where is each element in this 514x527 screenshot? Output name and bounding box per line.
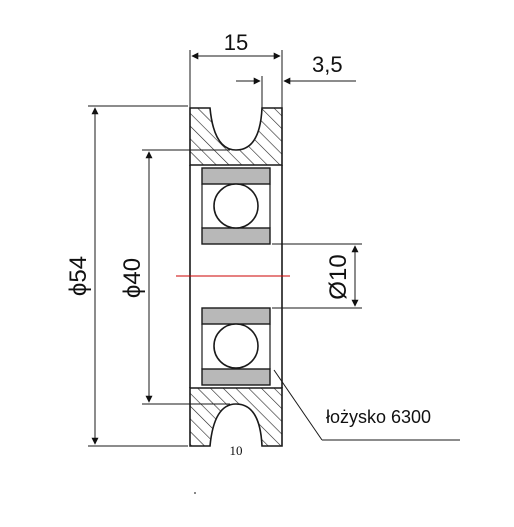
pulley-bottom-section	[189, 387, 283, 447]
outer-diameter-dimension: ϕ54	[65, 105, 188, 447]
groove-label: 3,5	[312, 52, 343, 77]
lower-bearing	[201, 307, 271, 386]
outer-diameter-label: ϕ54	[65, 256, 92, 296]
groove-dimension: 3,5	[236, 52, 356, 108]
stray-dot	[194, 492, 196, 494]
upper-outer-race	[201, 167, 271, 185]
lower-ball	[213, 323, 259, 369]
upper-bearing	[201, 167, 271, 245]
bore-diameter-label: Ø10	[325, 254, 352, 299]
bottom-width-label: 10	[230, 443, 243, 458]
lower-inner-race	[201, 307, 271, 325]
upper-ball	[213, 183, 259, 229]
width-label: 15	[224, 30, 248, 55]
lower-outer-race	[201, 368, 271, 386]
bore-diameter-dimension: Ø10	[272, 243, 362, 309]
pulley-top-section	[189, 107, 283, 166]
groove-diameter-label: ϕ40	[119, 258, 146, 298]
bearing-leader: łożysko 6300	[273, 369, 460, 441]
groove-diameter-dimension: ϕ40	[119, 149, 230, 405]
upper-inner-race	[201, 227, 271, 245]
width-dimension: 15	[189, 30, 283, 108]
bearing-label: łożysko 6300	[326, 407, 431, 427]
